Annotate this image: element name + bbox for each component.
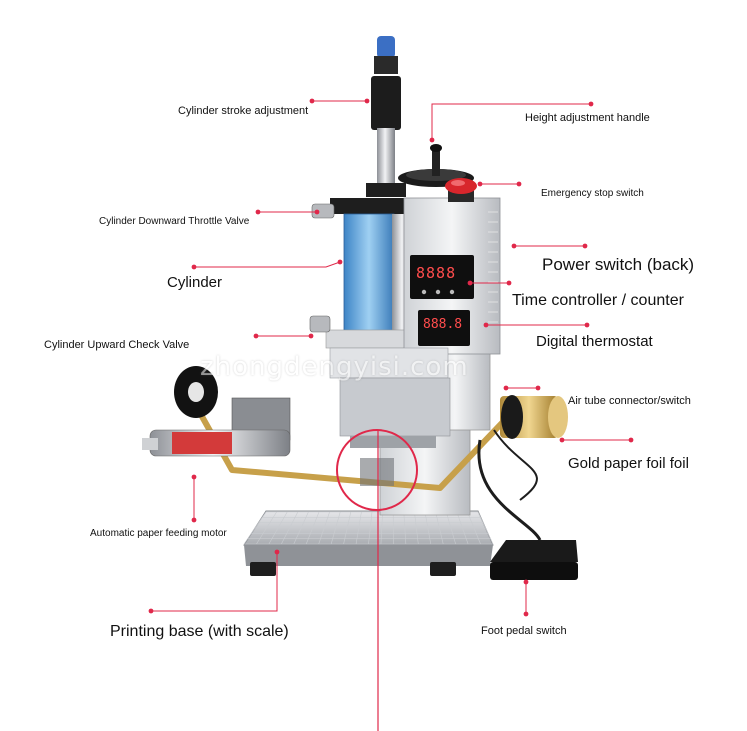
emergency-stop-button (445, 178, 477, 202)
leader-cylinder (194, 261, 341, 268)
leader-dot-air-tube-0 (503, 385, 509, 391)
label-thermostat: Digital thermostat (536, 333, 653, 350)
leader-printing-base (151, 552, 278, 612)
leader-dot-stroke-adjust-0 (309, 98, 315, 104)
cylinder-stroke-adjuster (366, 36, 406, 197)
leader-dot-gold-foil-1 (628, 437, 634, 443)
leader-dot-power-switch-0 (511, 243, 517, 249)
leader-dot-emergency-stop-1 (516, 181, 522, 187)
leader-dot-height-handle-0 (429, 137, 435, 143)
label-air-tube: Air tube connector/switch (568, 395, 691, 407)
timer-display: 8888 (416, 264, 457, 282)
leader-dot-cylinder-1 (337, 259, 343, 265)
leader-dot-foot-pedal-1 (523, 611, 529, 617)
leader-dot-height-handle-1 (588, 101, 594, 107)
leader-dot-power-switch-1 (582, 243, 588, 249)
leader-dot-thermostat-1 (584, 322, 590, 328)
leader-dot-thermostat-0 (483, 322, 489, 328)
leader-dot-printing-base-1 (274, 549, 280, 555)
leader-dot-stroke-adjust-1 (364, 98, 370, 104)
label-time-controller: Time controller / counter (512, 292, 684, 309)
label-printing-base: Printing base (with scale) (110, 623, 289, 640)
leader-dot-printing-base-0 (148, 608, 154, 614)
foot-pedal (477, 429, 578, 580)
right-foil-roll (500, 395, 568, 439)
leader-dot-time-controller-1 (506, 280, 512, 286)
watermark: zhongdengyisi.com (200, 352, 469, 382)
leader-dot-up-check-valve-1 (308, 333, 314, 339)
leader-dot-foot-pedal-0 (523, 579, 529, 585)
label-height-handle: Height adjustment handle (525, 112, 650, 124)
label-power-switch: Power switch (back) (542, 255, 695, 274)
thermostat-display: 888.8 (423, 317, 463, 332)
leader-dot-time-controller-0 (467, 280, 473, 286)
label-up-check-valve: Cylinder Upward Check Valve (44, 339, 190, 351)
leader-dot-feeding-motor-0 (191, 474, 197, 480)
label-down-throttle: Cylinder Downward Throttle Valve (99, 216, 250, 227)
leader-dot-down-throttle-1 (314, 209, 320, 215)
leader-dot-down-throttle-0 (255, 209, 261, 215)
leader-lines (148, 98, 634, 617)
label-stroke-adjust: Cylinder stroke adjustment (178, 105, 309, 117)
leader-dot-air-tube-1 (535, 385, 541, 391)
leader-dot-up-check-valve-0 (253, 333, 259, 339)
control-box (403, 197, 501, 355)
label-gold-foil: Gold paper foil foil (568, 455, 689, 472)
leader-dot-gold-foil-0 (559, 437, 565, 443)
zoom-highlight-circle (336, 429, 418, 731)
leader-height-handle (431, 103, 591, 140)
label-emergency-stop: Emergency stop switch (541, 188, 644, 199)
paper-feeding-motor (142, 429, 291, 457)
label-cylinder: Cylinder (167, 274, 223, 291)
printing-base (243, 510, 494, 576)
cylinder-block (309, 198, 419, 349)
label-feeding-motor: Automatic paper feeding motor (90, 528, 227, 539)
leader-dot-feeding-motor-1 (191, 517, 197, 523)
leader-dot-emergency-stop-0 (477, 181, 483, 187)
label-foot-pedal: Foot pedal switch (481, 625, 567, 637)
heating-head (329, 347, 451, 448)
leader-dot-cylinder-0 (191, 264, 197, 270)
